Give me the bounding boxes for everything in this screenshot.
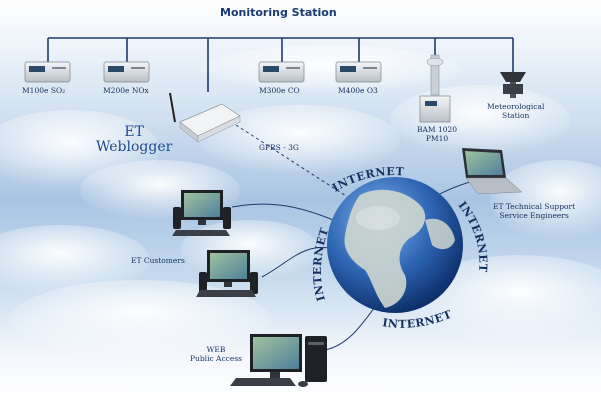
web-label-line2: Public Access (190, 354, 243, 363)
bam-label-line1: BAM 1020 (417, 125, 458, 134)
weblogger-label: ET Weblogger (96, 125, 172, 155)
analyzer-label-m100e: M100e SO₂ (22, 86, 66, 95)
analyzer-label-m200e: M200e NOx (103, 86, 149, 95)
analyzer-m400e (335, 61, 382, 83)
svg-text:INTERNET: INTERNET (311, 226, 331, 303)
weblogger-device (169, 92, 241, 143)
customers-label: ET Customers (131, 256, 185, 265)
customer-computer-1 (172, 190, 231, 236)
met-label-line1: Meteorological (487, 102, 545, 111)
web-public-computer (230, 334, 327, 387)
internet-label-left: INTERNET (311, 226, 331, 303)
support-label: ET Technical Support Service Engineers (493, 202, 575, 220)
analyzer-m300e (258, 61, 305, 83)
analyzer-label-m300e: M300e CO (259, 86, 300, 95)
globe-icon (327, 177, 463, 313)
bam-label: BAM 1020 PM10 (417, 125, 457, 143)
bam-label-line2: PM10 (425, 134, 449, 143)
customer-computer-2 (196, 250, 258, 297)
gprs-link-label: GPRS - 3G (259, 143, 299, 152)
diagram-title: Monitoring Station (220, 6, 337, 19)
station-bus (47, 37, 514, 92)
met-label-line2: Station (501, 111, 530, 120)
analyzer-m200e (103, 61, 150, 83)
web-label-line1: WEB (206, 345, 226, 354)
weblogger-label-line1: ET (124, 124, 144, 140)
support-label-line2: Service Engineers (499, 211, 569, 220)
laptop-icon (462, 148, 523, 195)
web-label: WEB Public Access (190, 345, 242, 363)
weblogger-label-line2: Weblogger (96, 139, 173, 155)
bam-1020-unit (419, 54, 451, 123)
analyzer-label-m400e: M400e O3 (338, 86, 378, 95)
support-label-line1: ET Technical Support (493, 202, 576, 211)
analyzer-m100e (24, 61, 71, 83)
met-label: Meteorological Station (487, 102, 544, 120)
met-station-icon (500, 72, 526, 98)
